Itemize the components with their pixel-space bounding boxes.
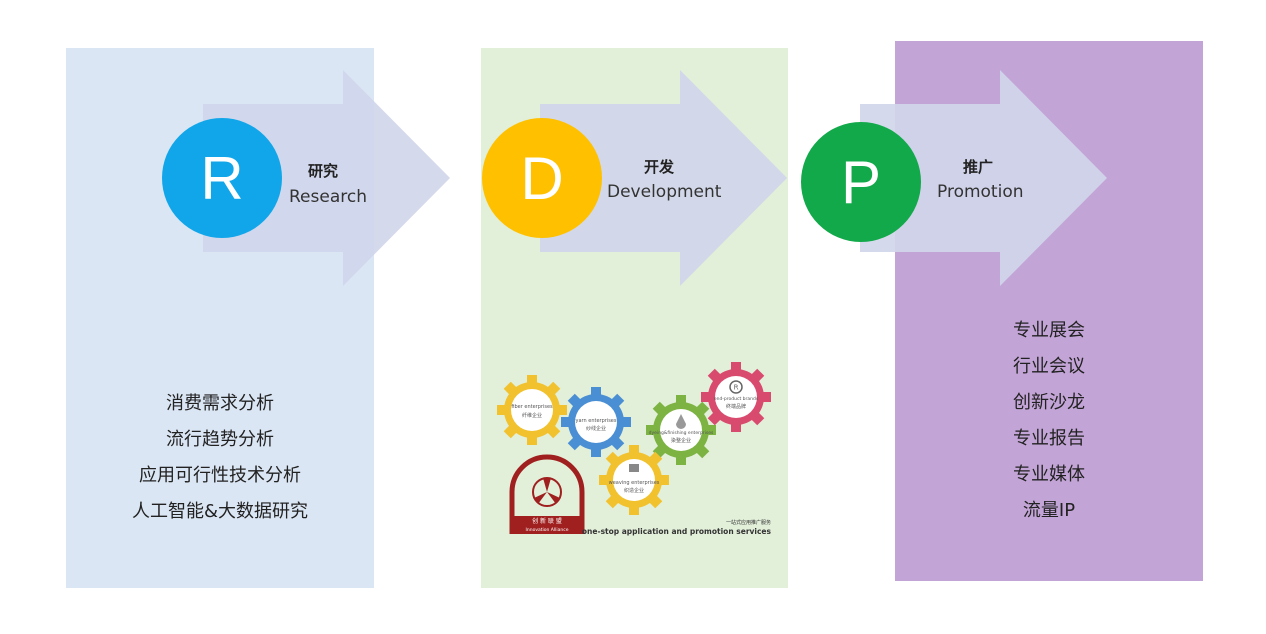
logo-cn-text: 创 新 联 盟 <box>532 517 562 525</box>
research-letter-circle: R <box>162 118 282 238</box>
dyeing-gear-label-en: dyeing&finishing enterprises <box>649 430 714 436</box>
development-arrow <box>540 70 787 286</box>
logo-en-text: Innovation Alliance <box>526 527 569 533</box>
list-item: 消费需求分析 <box>166 393 274 414</box>
list-item: 专业媒体 <box>1013 464 1085 485</box>
development-title-cn: 开发 <box>644 158 675 176</box>
brand-gear: R end-product brands 终端品牌 <box>701 362 771 432</box>
slogan-en: one-stop application and promotion servi… <box>582 527 772 536</box>
yarn-gear-label-cn: 纱线企业 <box>586 425 606 432</box>
brand-gear-label-cn: 终端品牌 <box>726 403 746 410</box>
brand-gear-label-en: end-product brands <box>714 396 759 402</box>
promotion-letter-circle: P <box>801 122 921 242</box>
promotion-title-cn: 推广 <box>963 158 994 176</box>
list-item: 应用可行性技术分析 <box>139 465 301 486</box>
slogan-cn: 一站式应用推广服务 <box>726 519 771 526</box>
yarn-gear: yarn enterprises 纱线企业 <box>561 387 631 457</box>
research-title-en: Research <box>289 187 367 207</box>
promotion-title-en: Promotion <box>937 182 1024 202</box>
dyeing-gear-label-cn: 染整企业 <box>671 437 691 444</box>
list-item: 流行趋势分析 <box>166 429 274 450</box>
dyeing-gear: dyeing&finishing enterprises 染整企业 <box>646 395 716 465</box>
svg-text:R: R <box>734 384 739 392</box>
fiber-gear-label-cn: 纤维企业 <box>522 412 542 419</box>
industry-chain-gears-graphic: fiber enterprises 纤维企业 yarn enterprises … <box>497 362 772 536</box>
list-item: 专业展会 <box>1013 320 1085 341</box>
development-title-en: Development <box>607 182 722 202</box>
weaving-gear-label-en: weaving enterprises <box>609 480 660 486</box>
list-item: 创新沙龙 <box>1013 392 1085 413</box>
research-arrow <box>203 70 450 286</box>
innovation-alliance-logo: 创 新 联 盟 Innovation Alliance <box>509 454 585 534</box>
promotion-arrow <box>860 70 1107 286</box>
yarn-gear-label-en: yarn enterprises <box>576 418 617 424</box>
weaving-gear-label-cn: 织造企业 <box>624 487 644 494</box>
list-item: 行业会议 <box>1013 356 1085 377</box>
research-item-list: 消费需求分析 流行趋势分析 应用可行性技术分析 人工智能&大数据研究 <box>66 386 374 530</box>
fiber-gear-label-en: fiber enterprises <box>511 404 553 410</box>
promotion-item-list: 专业展会 行业会议 创新沙龙 专业报告 专业媒体 流量IP <box>895 313 1203 529</box>
weaving-gear: weaving enterprises 织造企业 <box>599 445 669 515</box>
fiber-gear: fiber enterprises 纤维企业 <box>497 375 567 445</box>
development-letter-circle: D <box>482 118 602 238</box>
research-title-cn: 研究 <box>308 162 339 180</box>
list-item: 人工智能&大数据研究 <box>131 501 309 522</box>
list-item: 专业报告 <box>1013 428 1085 449</box>
list-item: 流量IP <box>1022 500 1076 521</box>
